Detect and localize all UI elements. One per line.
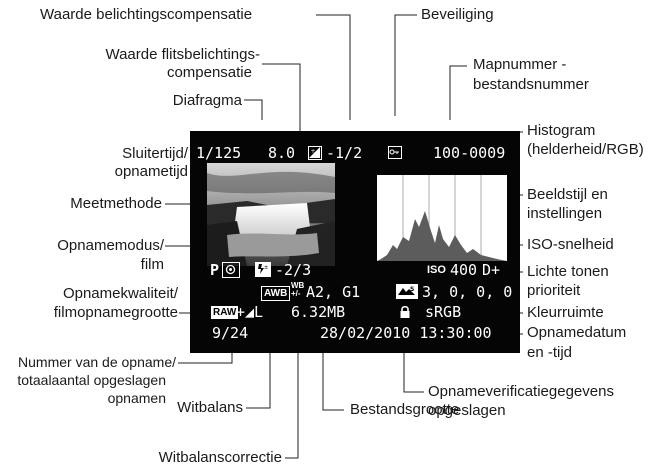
key-protect-icon (388, 146, 402, 159)
svg-text:S: S (410, 286, 414, 293)
shutter-speed: 1/125 (196, 144, 242, 162)
label-mode-1: Opnamemodus/ (57, 237, 164, 254)
label-aperture: Diafragma (172, 92, 242, 109)
label-picture-style-1: Beeldstijl en (527, 186, 608, 203)
label-picture-style-2: instellingen (527, 205, 603, 222)
flash-comp-value: -2/3 (275, 261, 312, 279)
label-colorspace: Kleurruimte (527, 304, 604, 321)
awb-badge: AWB (261, 286, 291, 301)
shooting-mode: P (210, 261, 220, 279)
label-iso: ISO-snelheid (527, 236, 614, 253)
wb-shift-sign: +/- (291, 289, 301, 298)
label-shutter-1: Sluitertijd/ (122, 145, 188, 162)
label-flash-comp-2: compensatie (166, 64, 252, 81)
flash-comp-icon: ± (255, 262, 271, 277)
shot-number: 9/24 (212, 324, 249, 342)
label-shutter-2: opnametijd (114, 163, 188, 180)
label-metering: Meetmethode (70, 195, 162, 212)
color-space: sRGB (425, 303, 462, 321)
wb-correction-value: A2, G1 (306, 283, 361, 301)
exposure-comp-value: -1/2 (326, 144, 363, 162)
label-folder-1: Mapnummer - (473, 56, 567, 73)
raw-badge: RAW (211, 306, 239, 319)
label-wb-correction: Witbalanscorrectie (158, 449, 282, 466)
label-highlight-1: Lichte tonen (527, 263, 609, 280)
image-quality-suffix: +◢L (236, 303, 264, 321)
leader-aperture (244, 99, 263, 120)
iso-value: 400 (450, 261, 478, 279)
leader-folder (449, 65, 467, 120)
label-verification-1: Opnameverificatiegegevens (428, 383, 614, 400)
label-protect: Beveiliging (421, 6, 494, 23)
aperture-value: 8.0 (268, 144, 296, 162)
label-quality-2: filmopnamegrootte (53, 304, 178, 321)
label-quality-1: Opnamekwaliteit/ (62, 285, 178, 302)
picture-style-values: 3, 0, 0, 0 (422, 283, 513, 301)
svg-text:+: + (311, 148, 316, 155)
leader-protect (394, 14, 417, 116)
label-flash-comp-1: Waarde flitsbelichtings- (105, 46, 260, 63)
label-datetime-2: en -tijd (527, 344, 573, 361)
date-time: 28/02/2010 13:30:00 (320, 324, 492, 342)
label-highlight-2: prioriteit (527, 282, 581, 299)
label-datetime-1: Opnamedatum (527, 324, 627, 341)
label-histogram-1: Histogram (527, 122, 596, 139)
label-shot-number-3: opnamen (107, 390, 166, 406)
leader-exposure-comp (316, 14, 351, 120)
iso-badge: ISO (427, 264, 446, 276)
label-histogram-2: (helderheid/RGB) (527, 141, 644, 158)
label-shot-number-2: totaalaantal opgeslagen (17, 372, 166, 388)
histogram-panel (377, 175, 507, 261)
folder-file-number: 100-0009 (433, 144, 506, 162)
label-shot-number-1: Nummer van de opname/ (18, 354, 176, 370)
label-folder-2: bestandsnummer (473, 76, 589, 93)
image-thumbnail (207, 163, 335, 266)
wb-shift-badge: WB (291, 281, 305, 290)
label-white-balance: Witbalans (177, 399, 243, 416)
label-mode-2: film (140, 256, 164, 273)
label-file-size: Bestandsgrootte (350, 401, 460, 418)
label-exposure-comp: Waarde belichtingscompensatie (40, 6, 253, 23)
evaluative-metering-icon (222, 262, 240, 278)
svg-text:±: ± (264, 265, 268, 271)
label-verification-2: opgeslagen (428, 402, 506, 419)
leader-filesize (322, 336, 344, 411)
exposure-comp-icon: + (308, 146, 322, 160)
highlight-priority-value: D+ (482, 261, 501, 279)
padlock-icon (399, 305, 411, 319)
picture-style-icon: S (396, 284, 418, 299)
file-size: 6.32MB (291, 303, 346, 321)
